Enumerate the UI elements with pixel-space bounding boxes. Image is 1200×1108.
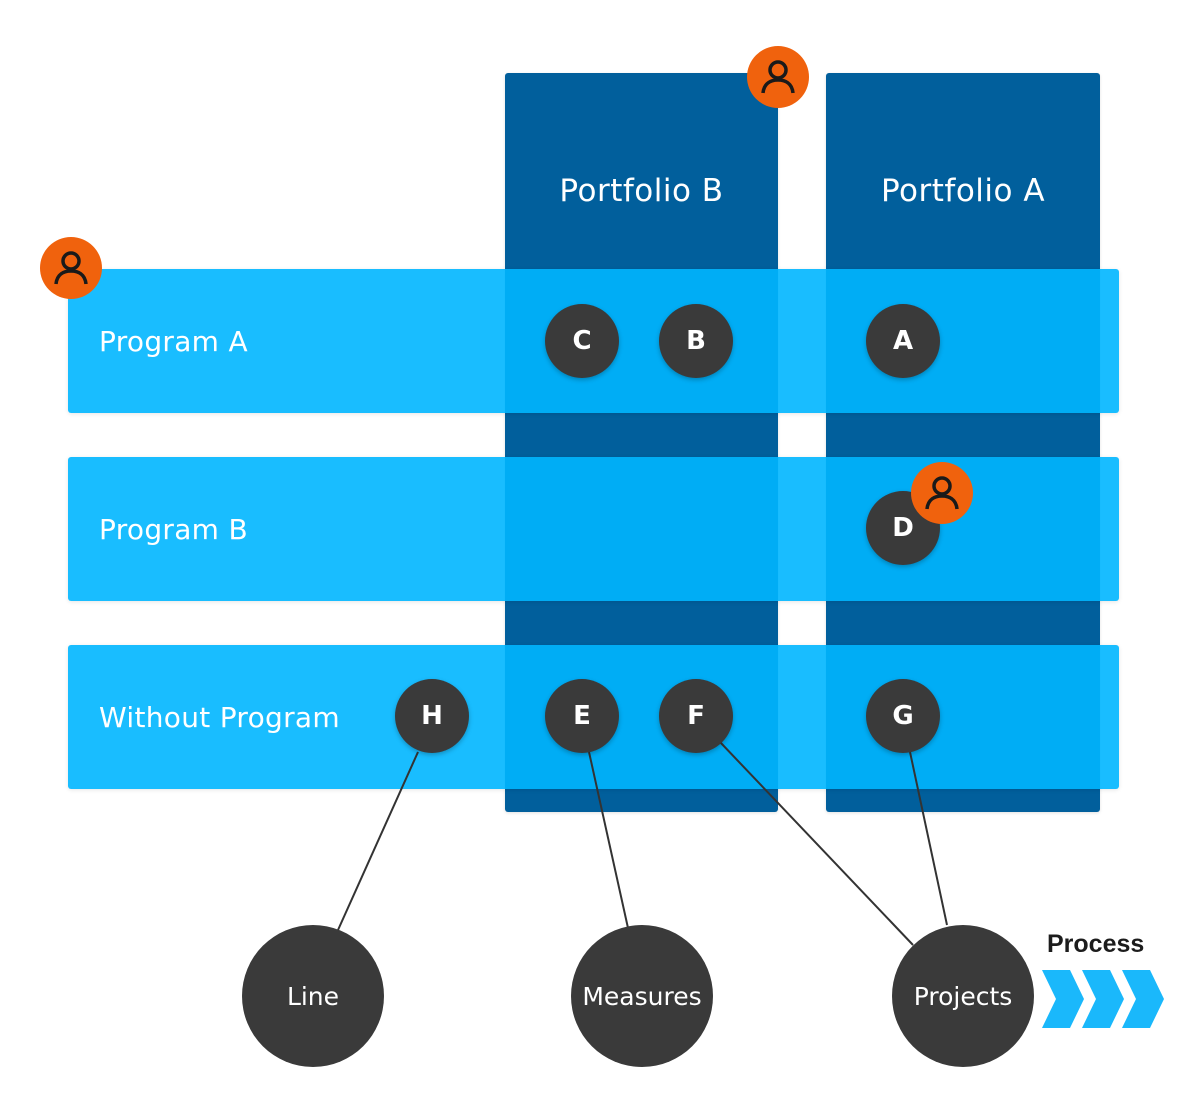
process-label: Process xyxy=(1047,930,1145,958)
user-icon xyxy=(40,237,102,299)
legend-label: Line xyxy=(286,981,340,1011)
user-icon xyxy=(911,462,973,524)
program-label: Without Program xyxy=(99,700,340,734)
node-e[interactable]: E xyxy=(545,679,619,753)
node-label: F xyxy=(687,701,705,731)
chevron-arrows-icon xyxy=(1042,970,1164,1028)
node-label: E xyxy=(573,701,591,731)
legend-measures[interactable]: Measures xyxy=(571,925,713,1067)
node-h[interactable]: H xyxy=(395,679,469,753)
connector-h-line xyxy=(337,751,419,931)
node-label: C xyxy=(572,326,592,356)
node-label: B xyxy=(686,326,706,356)
node-label: D xyxy=(892,513,914,543)
node-b[interactable]: B xyxy=(659,304,733,378)
program-label: Program A xyxy=(99,324,248,358)
connector-g-projects xyxy=(909,751,948,926)
legend-projects[interactable]: Projects xyxy=(892,925,1034,1067)
node-label: A xyxy=(892,326,914,356)
legend-label: Projects xyxy=(913,981,1013,1011)
node-label: H xyxy=(421,701,443,731)
user-icon xyxy=(747,46,809,108)
node-label: G xyxy=(892,701,914,731)
node-f[interactable]: F xyxy=(659,679,733,753)
legend-label: Measures xyxy=(582,981,702,1011)
node-a[interactable]: A xyxy=(866,304,940,378)
legend-line[interactable]: Line xyxy=(242,925,384,1067)
connector-f-projects xyxy=(719,741,914,946)
program-label: Program B xyxy=(99,512,248,546)
node-g[interactable]: G xyxy=(866,679,940,753)
portfolio-title: Portfolio B xyxy=(559,173,724,209)
node-c[interactable]: C xyxy=(545,304,619,378)
connector-e-measures xyxy=(588,751,629,929)
portfolio-title: Portfolio A xyxy=(880,173,1046,209)
